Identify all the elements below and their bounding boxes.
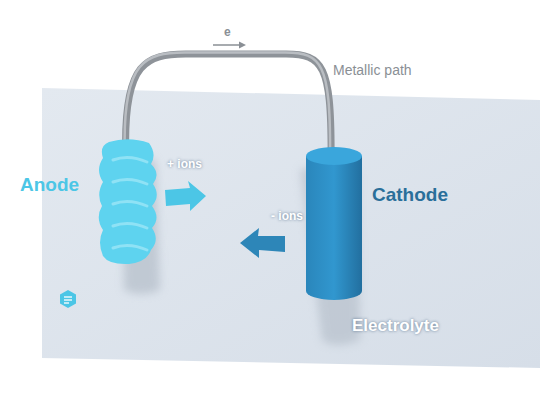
node-label: Anode — [20, 174, 79, 196]
anode-texture — [113, 179, 147, 184]
electron-arrow — [213, 44, 241, 46]
electron-arrow-head — [239, 42, 246, 49]
electrolyte-region: ElectrolyteAnodeCathode — [42, 88, 540, 368]
wire-highlight — [125, 53, 331, 151]
wire-label: Metallic path — [333, 62, 412, 78]
logo-stroke — [64, 299, 72, 300]
anode-shape — [95, 138, 163, 266]
cathode-node: Cathode — [305, 146, 480, 304]
electron-label: e — [224, 25, 231, 39]
anode-texture — [113, 223, 147, 228]
anode-texture — [113, 157, 147, 162]
electrolyte-slab — [42, 88, 540, 368]
ion-label: + ions — [167, 157, 202, 171]
negative-ion-arrow — [240, 228, 285, 258]
cathode-body — [306, 156, 362, 300]
logo-stroke — [64, 302, 69, 303]
anode-body — [99, 139, 157, 264]
node-label: Cathode — [372, 184, 448, 206]
cathode-top — [306, 147, 362, 165]
logo-stroke — [64, 296, 72, 297]
ion-label: - ions — [271, 209, 303, 223]
positive-ion-arrow — [165, 181, 206, 211]
wire-body — [126, 54, 332, 152]
anode-texture — [113, 201, 147, 206]
anode-node: Anode — [20, 138, 165, 268]
logo-icon — [60, 290, 76, 308]
metallic-wire — [125, 53, 332, 153]
cathode-shape — [305, 146, 363, 301]
node-label: Electrolyte — [352, 316, 439, 336]
anode-texture — [113, 245, 147, 250]
